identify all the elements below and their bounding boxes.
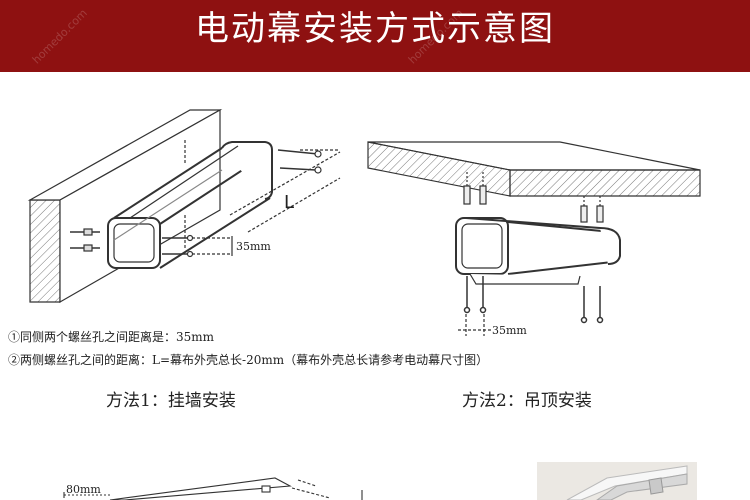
title-banner: 电动幕安装方式示意图 homedo.com homedo.com	[0, 0, 750, 72]
dimension-35mm-ceiling	[458, 314, 492, 336]
note-1: ①同侧两个螺丝孔之间距离是：35mm	[8, 330, 215, 344]
bracket-photo-illustration	[537, 462, 697, 500]
screen-housing	[107, 141, 273, 269]
method-ceiling-label: 方法2：吊顶安装	[462, 391, 592, 411]
bottom-dim-label: 80mm	[66, 483, 101, 496]
method-wall-label: 方法1：挂墙安装	[106, 391, 236, 411]
spacing-label-wall: 35mm	[236, 240, 271, 253]
wall-block-front	[29, 199, 61, 303]
page-title: 电动幕安装方式示意图	[195, 9, 555, 49]
note-2: ②两侧螺丝孔之间的距离：L=幕布外壳总长-20mm（幕布外壳总长请参考电动幕尺寸…	[8, 353, 489, 367]
length-label: L	[284, 192, 294, 213]
ceiling-screen-housing	[455, 217, 621, 285]
wall-screws-left	[70, 228, 100, 252]
ceiling-slab-side	[509, 169, 701, 197]
product-photo	[537, 462, 697, 500]
spacing-label-ceiling: 35mm	[492, 324, 527, 337]
ceiling-anchors	[463, 172, 604, 223]
ceiling-screws	[463, 276, 604, 324]
dimension-35mm-wall	[192, 236, 233, 256]
ceiling-mount-diagram	[367, 141, 701, 336]
wall-block-side	[59, 108, 221, 304]
dimension-l	[229, 149, 341, 233]
bottom-diagram-partial	[63, 477, 363, 500]
wall-mount-diagram	[27, 108, 341, 304]
